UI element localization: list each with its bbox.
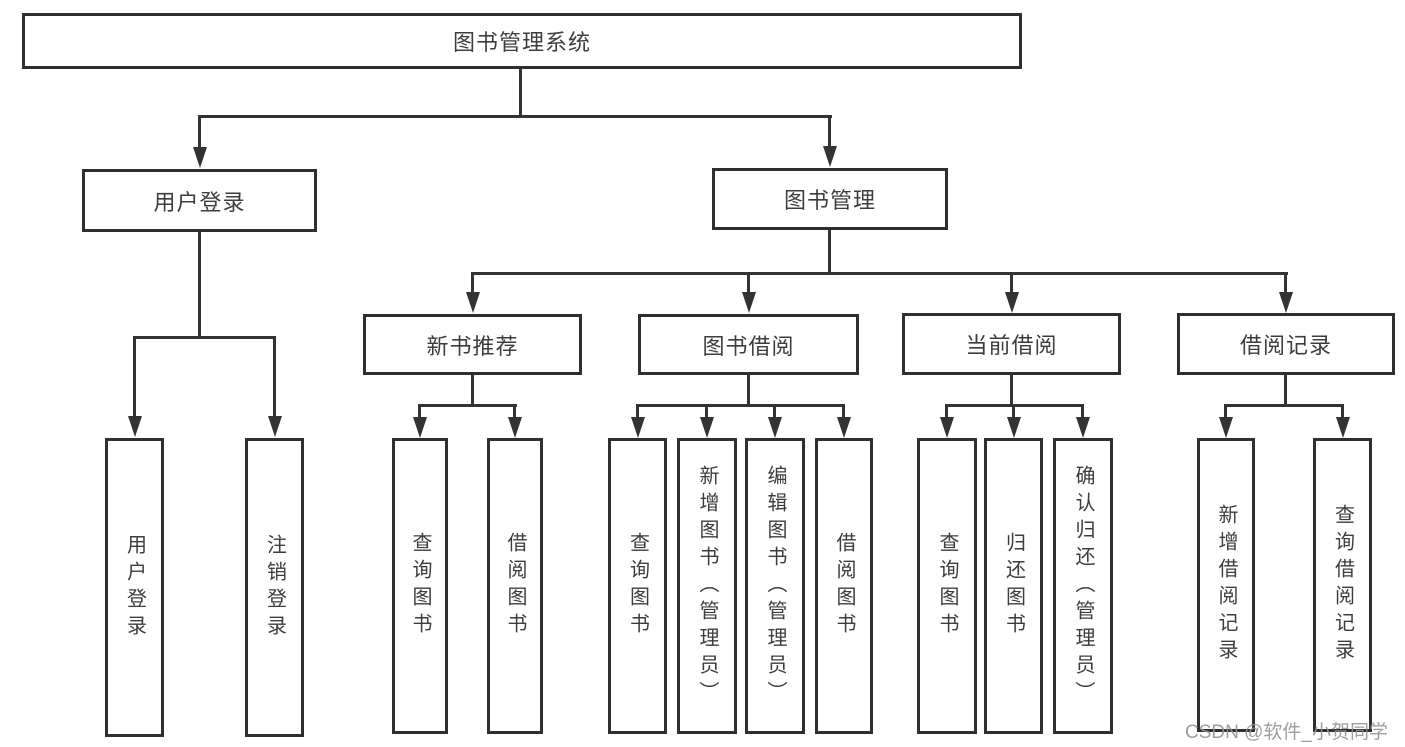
arrowhead-book-management (823, 146, 837, 167)
connector-drop-borrowing-records (1284, 272, 1287, 294)
node-label: 图书管理系统 (452, 30, 591, 55)
connector-records-stem (1284, 375, 1287, 406)
leaf-label: 新增图书（管理员） (696, 464, 718, 708)
connector-drop-user-login (198, 115, 201, 149)
connector-drop-book-management (828, 115, 831, 148)
node-user-login: 用户登录 (82, 169, 317, 232)
node-book-borrowing: 图书借阅 (638, 314, 859, 375)
node-new-book-recommend: 新书推荐 (363, 314, 582, 375)
leaf-records-add-record: 新增借阅记录 (1197, 438, 1255, 732)
connector-management-branch (471, 272, 1288, 275)
leaf-current-return-books: 归还图书 (984, 438, 1043, 734)
node-book-management: 图书管理 (712, 168, 948, 230)
leaf-recommend-borrow-books: 借阅图书 (487, 438, 543, 734)
connector-drop-current-borrowing (1010, 272, 1013, 294)
connector-drop-recommend-query (418, 404, 421, 419)
connector-management-stem (828, 230, 831, 274)
arrowhead-borrowing-add (700, 417, 714, 438)
leaf-label: 借阅图书 (833, 532, 855, 640)
node-library-management-system: 图书管理系统 (22, 13, 1022, 69)
arrowhead-leaf-logout (268, 416, 282, 437)
arrowhead-borrowing-edit (768, 417, 782, 438)
leaf-label: 确认归还（管理员） (1072, 464, 1094, 708)
arrowhead-leaf-user-login (128, 416, 142, 437)
arrowhead-records-add (1219, 417, 1233, 438)
leaf-borrowing-add-books-admin: 新增图书（管理员） (677, 438, 737, 734)
connector-root-branch (198, 115, 832, 118)
leaf-records-query-record: 查询借阅记录 (1313, 438, 1372, 732)
connector-drop-borrowing-query (636, 404, 639, 419)
leaf-label: 新增借阅记录 (1215, 504, 1237, 666)
leaf-borrowing-edit-books-admin: 编辑图书（管理员） (745, 438, 805, 734)
arrowhead-recommend-borrow (508, 417, 522, 438)
arrowhead-user-login (193, 147, 207, 168)
leaf-label: 查询图书 (409, 532, 431, 640)
connector-drop-recommend-borrow (513, 404, 516, 419)
node-current-borrowing: 当前借阅 (902, 313, 1121, 375)
node-borrowing-records: 借阅记录 (1177, 313, 1395, 375)
connector-drop-book-borrowing (747, 272, 750, 294)
leaf-borrowing-borrow-books: 借阅图书 (815, 438, 873, 734)
leaf-label: 查询借阅记录 (1331, 504, 1354, 666)
leaf-current-confirm-return-admin: 确认归还（管理员） (1053, 438, 1113, 734)
connector-drop-current-query (945, 404, 948, 419)
leaf-label: 用户登录 (123, 533, 146, 642)
connector-recommend-stem (471, 375, 474, 406)
node-label: 新书推荐 (426, 333, 519, 359)
node-label: 图书借阅 (702, 333, 795, 359)
node-label: 图书管理 (783, 188, 876, 213)
leaf-label: 注销登录 (263, 533, 286, 642)
connector-borrowing-stem (747, 375, 750, 406)
connector-drop-current-return (1012, 404, 1015, 419)
arrowhead-borrowing-query (631, 417, 645, 438)
node-label: 用户登录 (153, 189, 246, 215)
connector-records-branch (1224, 404, 1344, 407)
arrowhead-current-confirm (1076, 417, 1090, 438)
arrowhead-records-query (1336, 417, 1350, 438)
arrowhead-recommend-query (413, 417, 427, 438)
connector-drop-records-query (1341, 404, 1344, 419)
connector-login-stem (198, 232, 201, 338)
leaf-label: 归还图书 (1002, 532, 1025, 640)
connector-root-stem (519, 68, 522, 117)
leaf-recommend-query-books: 查询图书 (392, 438, 448, 734)
arrowhead-book-borrowing (742, 292, 756, 313)
connector-drop-borrowing-edit (773, 404, 776, 419)
connector-recommend-branch (418, 404, 517, 407)
leaf-label: 查询图书 (936, 532, 958, 640)
arrowhead-borrowing-borrow (837, 417, 851, 438)
arrowhead-current-query (940, 417, 954, 438)
leaf-label: 查询图书 (626, 532, 649, 640)
leaf-label: 借阅图书 (504, 532, 526, 640)
leaf-label: 编辑图书（管理员） (764, 464, 786, 708)
connector-drop-leaf-logout (273, 336, 276, 418)
leaf-logout: 注销登录 (245, 438, 304, 737)
connector-drop-borrowing-add (705, 404, 708, 419)
connector-login-branch (133, 336, 276, 339)
connector-drop-new-book (471, 272, 474, 294)
arrowhead-current-borrowing (1005, 292, 1019, 313)
node-label: 当前借阅 (965, 333, 1058, 358)
arrowhead-current-return (1007, 417, 1021, 438)
node-label: 借阅记录 (1239, 333, 1332, 358)
connector-drop-leaf-user-login (133, 336, 136, 418)
arrowhead-new-book (466, 292, 480, 313)
connector-drop-current-confirm (1081, 404, 1084, 419)
connector-current-stem (1010, 375, 1013, 406)
connector-drop-borrowing-borrow (842, 404, 845, 419)
leaf-borrowing-query-books: 查询图书 (608, 438, 667, 734)
csdn-watermark: CSDN @软件_小贺同学 (1185, 722, 1388, 743)
leaf-user-login: 用户登录 (105, 438, 164, 737)
connector-drop-records-add (1224, 404, 1227, 419)
connector-borrowing-branch (636, 404, 845, 407)
arrowhead-borrowing-records (1279, 292, 1293, 313)
leaf-current-query-books: 查询图书 (917, 438, 977, 734)
